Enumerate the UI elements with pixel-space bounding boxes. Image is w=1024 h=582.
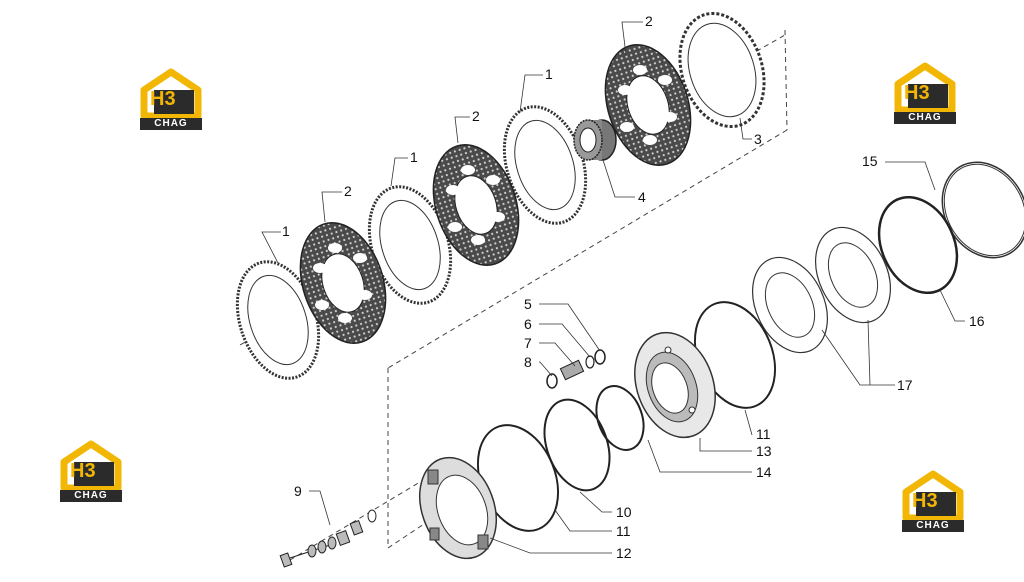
logo-text: CHAG xyxy=(908,112,942,123)
logo-watermark: H3 CHAG xyxy=(56,440,126,504)
splined-hub xyxy=(573,119,617,161)
snap-ring xyxy=(941,161,1024,259)
o-ring xyxy=(877,195,959,295)
valve-ball xyxy=(546,373,558,389)
o-ring xyxy=(543,398,611,492)
logo-mark: H3 xyxy=(150,88,176,110)
callout-14: 14 xyxy=(756,464,772,480)
end-plate xyxy=(678,11,766,129)
callout-11: 11 xyxy=(616,523,631,539)
callout-3: 3 xyxy=(754,131,762,147)
leader-lines xyxy=(261,21,965,554)
callout-9: 9 xyxy=(294,483,302,499)
logo-mark: H3 xyxy=(904,82,930,104)
logo-watermark: H3 CHAG xyxy=(890,62,960,126)
logo-mark: H3 xyxy=(70,460,96,482)
callout-7: 7 xyxy=(524,335,532,351)
steel-plate xyxy=(502,105,588,225)
callout-6: 6 xyxy=(524,316,532,332)
callout-15: 15 xyxy=(862,153,878,169)
callout-1: 1 xyxy=(410,149,418,165)
callout-2: 2 xyxy=(344,183,352,199)
callout-10: 10 xyxy=(616,504,632,520)
valve-ring xyxy=(594,349,606,365)
callouts: 1 2 1 2 1 2 3 4 5 6 7 8 9 10 11 12 11 13… xyxy=(282,13,985,561)
logo-text: CHAG xyxy=(916,520,950,531)
callout-13: 13 xyxy=(756,443,772,459)
belleville-spring xyxy=(815,226,891,324)
valve-spool xyxy=(559,359,585,381)
logo-text: CHAG xyxy=(154,118,188,129)
logo-text: CHAG xyxy=(74,490,108,501)
callout-2: 2 xyxy=(645,13,653,29)
callout-5: 5 xyxy=(524,296,532,312)
bolt-assembly xyxy=(279,509,377,568)
o-ring xyxy=(595,385,645,451)
friction-disc xyxy=(604,44,692,166)
logo-mark: H3 xyxy=(912,490,938,512)
callout-1: 1 xyxy=(282,223,290,239)
callout-16: 16 xyxy=(969,313,985,329)
callout-1: 1 xyxy=(545,66,553,82)
callout-2: 2 xyxy=(472,108,480,124)
callout-11: 11 xyxy=(756,426,771,442)
friction-disc xyxy=(299,222,387,344)
logo-watermark: H3 CHAG xyxy=(136,68,206,132)
piston xyxy=(634,331,716,439)
callout-4: 4 xyxy=(638,189,646,205)
housing xyxy=(419,456,497,560)
valve-washer xyxy=(585,355,595,369)
belleville-spring xyxy=(752,256,828,354)
callout-17: 17 xyxy=(897,377,913,393)
friction-disc xyxy=(432,144,520,266)
callout-12: 12 xyxy=(616,545,632,561)
logo-watermark: H3 CHAG xyxy=(898,470,968,534)
callout-8: 8 xyxy=(524,354,532,370)
